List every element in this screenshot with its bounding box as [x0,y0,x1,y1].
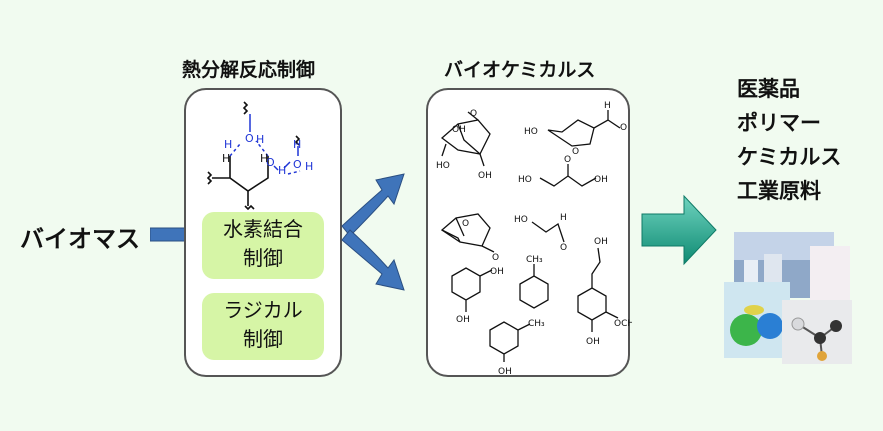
svg-text:O: O [560,243,567,253]
svg-text:O: O [572,147,579,157]
svg-text:OH: OH [490,267,504,277]
svg-text:H: H [260,152,268,165]
svg-text:H: H [222,152,230,165]
svg-text:O: O [620,123,627,133]
hydrogen-bond-control-box: 水素結合 制御 [202,212,324,279]
svg-text:OH: OH [478,171,492,181]
svg-text:H: H [256,133,264,146]
radical-label-line1: ラジカル [223,298,303,322]
svg-text:H: H [604,101,611,111]
svg-text:H: H [224,138,232,151]
svg-text:OCH₃: OCH₃ [614,319,632,329]
svg-text:O: O [470,109,477,119]
products-arrow [641,194,717,266]
svg-text:O: O [492,253,499,263]
svg-text:HO: HO [524,127,538,137]
control-title: 熱分解反応制御 [182,59,316,81]
upper-branch-arrow [341,173,405,237]
svg-text:O: O [245,132,254,145]
svg-text:H: H [293,138,301,151]
svg-text:CH₃: CH₃ [526,255,543,265]
biomass-label: バイオマス [20,225,140,253]
product-pharmaceuticals: 医薬品 [737,77,800,101]
svg-text:OH: OH [594,175,608,185]
split-arrows [341,173,405,291]
svg-text:OH: OH [498,367,512,377]
svg-text:H: H [560,213,567,223]
products-list: 医薬品 ポリマー ケミカルス 工業原料 [737,72,841,208]
chemicals-title: バイオケミカルス [444,59,596,81]
lower-branch-arrow [341,229,405,291]
product-chemicals: ケミカルス [737,145,842,169]
hbond-label-line2: 制御 [243,246,283,270]
svg-text:HO: HO [518,175,532,185]
svg-text:OH: OH [586,337,600,347]
svg-text:O: O [293,158,302,171]
radical-label-line2: 制御 [243,327,283,351]
svg-text:H: H [278,164,286,177]
product-industrial-materials: 工業原料 [737,179,821,203]
radical-control-box: ラジカル 制御 [202,293,324,360]
svg-text:HO: HO [514,215,528,225]
svg-text:O: O [266,156,275,169]
svg-text:OH: OH [452,125,466,135]
products-photo-collage [724,232,852,364]
hbond-label-line1: 水素結合 [223,217,303,241]
product-polymers: ポリマー [737,111,821,135]
svg-text:OH: OH [456,315,470,325]
svg-text:O: O [462,219,469,229]
svg-text:OH: OH [594,237,608,247]
svg-text:O: O [564,155,571,165]
svg-text:CH₃: CH₃ [528,319,545,329]
svg-text:HO: HO [436,161,450,171]
svg-text:H: H [305,160,313,173]
biomass-input-arrow [150,227,190,242]
